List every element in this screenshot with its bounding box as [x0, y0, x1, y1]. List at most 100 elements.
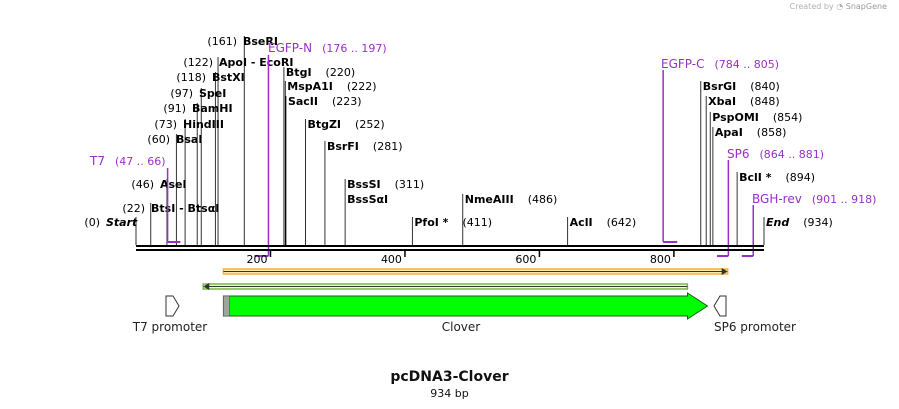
- site-name: SacII: [288, 95, 318, 108]
- restriction-site: BssSαI: [347, 193, 388, 206]
- site-name: AseI: [160, 178, 187, 191]
- restriction-site: BssSI(311): [344, 178, 425, 245]
- clover-feature: Clover: [222, 292, 709, 334]
- restriction-site: PspOMI (854): [709, 111, 803, 245]
- t7-promoter-label: T7 promoter: [132, 320, 208, 334]
- dna-backbone: [136, 245, 764, 251]
- primer-range: (864 .. 881): [760, 148, 825, 161]
- site-position: (252): [355, 118, 385, 131]
- site-name: BamHI: [192, 102, 233, 115]
- primer-range: (901 .. 918): [812, 193, 877, 206]
- site-name: BseRI: [243, 35, 278, 48]
- site-name: BssSαI: [347, 193, 388, 206]
- restriction-site: NmeAIII (486): [462, 193, 558, 245]
- site-position: (60): [147, 133, 170, 146]
- site-position: (858): [757, 126, 787, 139]
- snapgene-credit: Created by ◔ SnapGene: [790, 2, 887, 11]
- site-position: (220): [326, 66, 356, 79]
- site-position: (894): [785, 171, 815, 184]
- site-position: (934): [803, 216, 833, 229]
- credit-prefix: Created by: [789, 2, 834, 11]
- site-name: PfoI *: [414, 216, 448, 229]
- sp6-promoter-arrow-icon: [713, 295, 727, 317]
- site-name: MspA1I: [287, 80, 333, 93]
- site-position: (281): [373, 140, 403, 153]
- site-name: SpeI: [199, 87, 226, 100]
- credit-app-name: SnapGene: [845, 2, 887, 11]
- restriction-site: ApaI(858): [712, 126, 787, 245]
- site-name: ApoI - EcoRI: [219, 56, 293, 69]
- restriction-site: SacII (223): [285, 95, 362, 245]
- site-name: BstXI: [212, 71, 245, 84]
- restriction-site: XbaI (848): [705, 95, 780, 245]
- restriction-site: BtgZI (252): [305, 118, 385, 245]
- site-name: End: [766, 216, 789, 229]
- site-name: HindIII: [183, 118, 224, 131]
- t7-promoter-arrow-icon: [165, 295, 180, 317]
- site-position: (411): [462, 216, 492, 229]
- site-position: (122): [183, 56, 213, 69]
- site-name: BsaI: [176, 133, 202, 146]
- restriction-site: PfoI * (411): [411, 216, 492, 245]
- restriction-site: AclI (642): [567, 216, 637, 245]
- primer-name: EGFP-C: [661, 57, 704, 71]
- restriction-site: BtgI (220): [283, 66, 356, 245]
- restriction-site: BseRI (161): [207, 35, 278, 245]
- site-position: (854): [773, 111, 803, 124]
- primer: EGFP-C(784 .. 805): [661, 57, 779, 243]
- site-position: (73): [154, 118, 177, 131]
- site-position: (46): [131, 178, 154, 191]
- clover-start-cap: [223, 295, 230, 317]
- primer: SP6 (864 .. 881): [716, 147, 825, 257]
- site-name: Start: [106, 216, 138, 229]
- restriction-site: BsaI (60): [147, 133, 202, 245]
- site-name: BsrFI: [327, 140, 359, 153]
- site-name: BtgZI: [307, 118, 341, 131]
- restriction-site: BstXI(118): [176, 71, 245, 245]
- site-name: NmeAIII: [465, 193, 514, 206]
- primer-range: (176 .. 197): [322, 42, 387, 55]
- restriction-site: Start(0): [84, 216, 138, 245]
- t7-promoter: T7 promoter: [132, 295, 208, 334]
- site-name: PspOMI: [712, 111, 759, 124]
- site-position: (97): [170, 87, 193, 100]
- restriction-sites: Start(0)BtsI - BtsαI(22)AseI(46)BsaI(60)…: [84, 35, 833, 245]
- site-name: BtgI: [286, 66, 312, 79]
- primer: EGFP-N (176 .. 197): [254, 41, 387, 257]
- site-position: (161): [207, 35, 237, 48]
- ruler-label: 200: [246, 253, 267, 266]
- site-position: (840): [750, 80, 780, 93]
- restriction-site: AseI (46): [131, 178, 187, 245]
- primer-name: EGFP-N: [268, 41, 312, 55]
- primer-annotations: T7 (47 .. 66) EGFP-N (176 .. 197) EGFP-C(784…: [89, 41, 877, 257]
- primer: BGH-rev(901 .. 918): [741, 192, 877, 257]
- orf-arrowhead: [203, 283, 210, 290]
- site-position: (486): [528, 193, 558, 206]
- site-position: (222): [347, 80, 377, 93]
- orf-forward: [222, 268, 729, 275]
- orf-arrowhead: [721, 268, 728, 275]
- clover-label: Clover: [442, 320, 481, 334]
- site-name: XbaI: [708, 95, 736, 108]
- site-position: (22): [122, 202, 145, 215]
- site-position: (223): [332, 95, 362, 108]
- ruler-label: 800: [650, 253, 671, 266]
- site-position: (311): [395, 178, 425, 191]
- restriction-site: BsrGI(840): [700, 80, 780, 245]
- site-name: BclI *: [739, 171, 772, 184]
- restriction-site: ApoI - EcoRI (122): [183, 56, 293, 245]
- primer-name: SP6: [727, 147, 750, 161]
- site-position: (642): [607, 216, 637, 229]
- site-position: (848): [750, 95, 780, 108]
- restriction-site: BamHI (91): [163, 102, 233, 245]
- restriction-site: SpeI (97): [170, 87, 226, 245]
- primer-range: (47 .. 66): [115, 155, 166, 168]
- orf-reverse: [202, 283, 689, 290]
- primer-name: T7: [89, 154, 105, 168]
- snapgene-logo-icon: ◔: [836, 2, 844, 11]
- site-position: (91): [163, 102, 186, 115]
- site-name: AclI: [570, 216, 593, 229]
- ruler-label: 600: [515, 253, 536, 266]
